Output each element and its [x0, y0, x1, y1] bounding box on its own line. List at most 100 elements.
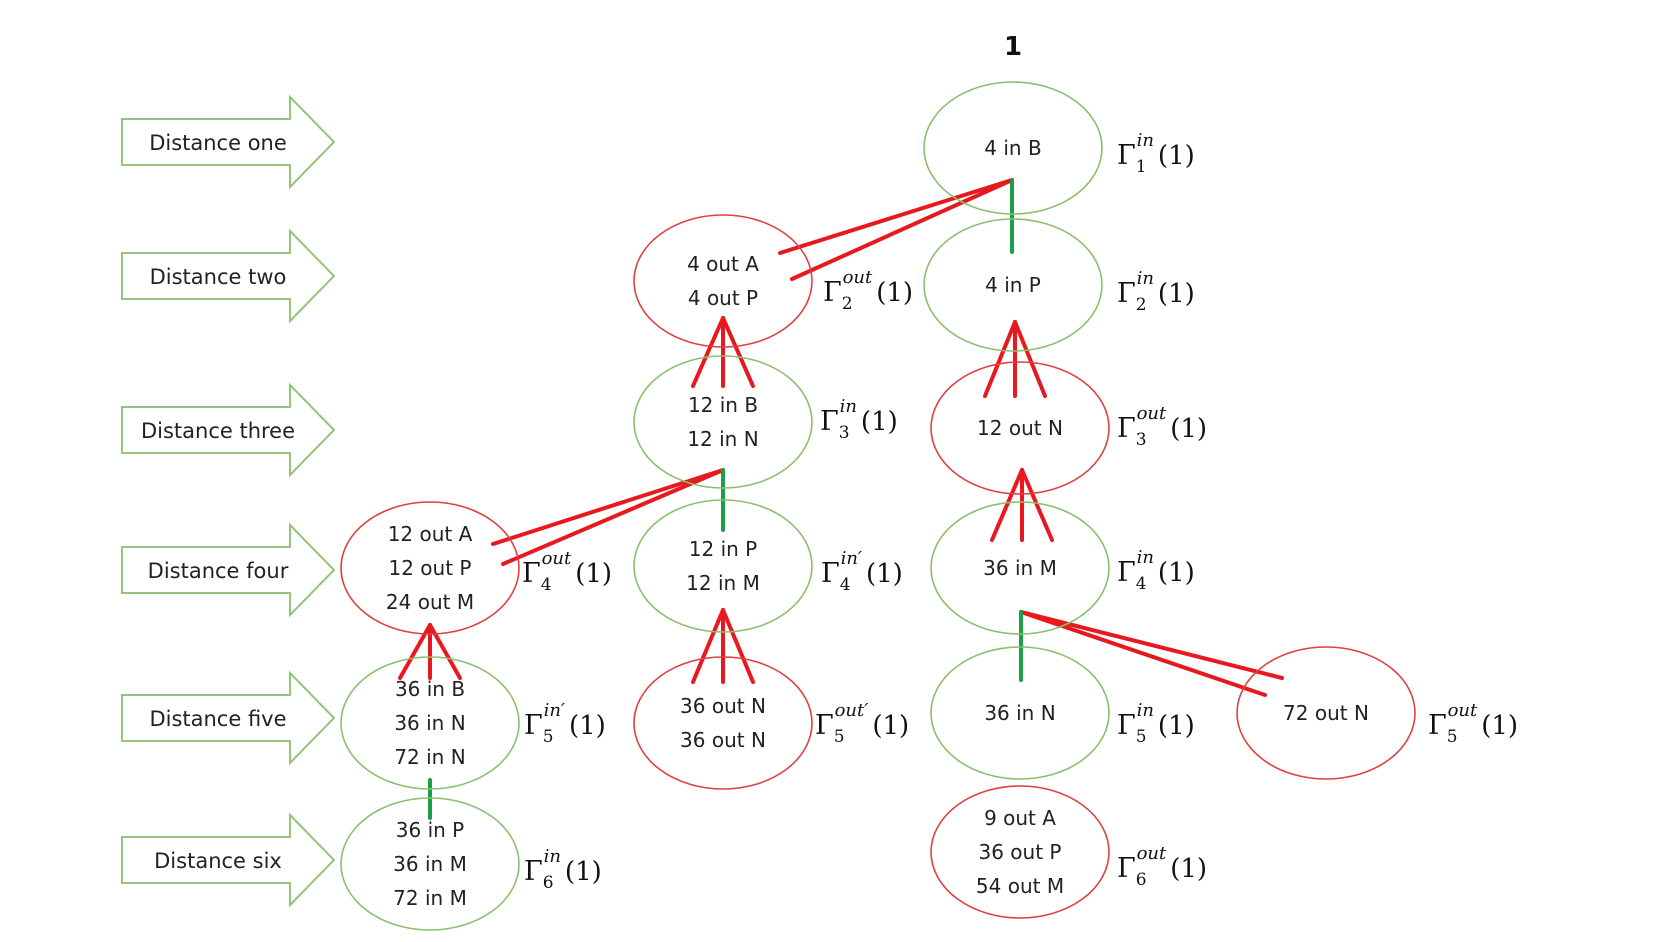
- distance-arrow-d2: Distance two: [121, 228, 336, 324]
- node-line: 36 in N: [394, 711, 465, 735]
- gamma-label-g_in6: Γ6in(1): [524, 846, 602, 893]
- arrow-label: Distance two: [150, 265, 287, 289]
- in-node-ellipse: [633, 499, 813, 633]
- distance-arrow-d6: Distance six: [121, 812, 336, 908]
- gamma-label-g_in2: Γ2in(1): [1117, 268, 1195, 315]
- node-line: 36 out P: [979, 840, 1062, 864]
- node-line: 12 out N: [977, 416, 1063, 440]
- arrow-shape: [121, 812, 336, 908]
- node-line: 36 in M: [983, 556, 1057, 580]
- node-n_in5p: 36 in B36 in N72 in N: [340, 656, 520, 790]
- node-line: 72 in N: [394, 745, 465, 769]
- gamma-label-g_out3: Γ3out(1): [1117, 403, 1207, 450]
- out-node-ellipse: [340, 501, 520, 635]
- node-line: 12 in N: [687, 427, 758, 451]
- node-n_out3: 12 out N: [930, 361, 1110, 495]
- node-line: 36 in N: [984, 701, 1055, 725]
- arrow-label: Distance one: [149, 131, 287, 155]
- node-line: 24 out M: [386, 590, 474, 614]
- gamma-label-g_in4: Γ4in(1): [1117, 547, 1195, 594]
- fan-out3-in4-right: [1020, 468, 1054, 542]
- out-node-ellipse: [633, 214, 813, 348]
- fan-in2-out3-left: [983, 320, 1017, 398]
- node-line: 72 in M: [393, 886, 467, 910]
- fan-in4p-out5p-left: [691, 608, 725, 684]
- edge-in1-out2-a: [778, 178, 1014, 255]
- edge-in4-out5-a: [1019, 610, 1284, 680]
- gamma-label-g_out6: Γ6out(1): [1117, 843, 1207, 890]
- out-node-ellipse: [1236, 646, 1416, 780]
- nodes-layer: 4 in B 4 in P 4 out A 4 out P 12 in B 12 in N…: [340, 81, 1416, 931]
- in-node-ellipse: [340, 656, 520, 790]
- node-line: 9 out A: [984, 806, 1056, 830]
- node-line: 12 out A: [388, 522, 473, 546]
- gamma-label-g_in5: Γ5in(1): [1117, 700, 1195, 747]
- arrow-shape: [121, 382, 336, 478]
- edge-in1-out2-b: [790, 178, 1014, 281]
- in-node-ellipse: [340, 797, 520, 931]
- node-n_out5: 72 out N: [1236, 646, 1416, 780]
- node-line: 12 in P: [689, 537, 757, 561]
- node-line: 12 in M: [686, 571, 760, 595]
- arrow-label: Distance three: [141, 419, 295, 443]
- root-label: 1: [1004, 32, 1022, 62]
- in-node-ellipse: [633, 355, 813, 489]
- node-line: 4 out P: [688, 286, 758, 310]
- arrow-label: Distance four: [148, 559, 289, 583]
- fan-out2-in3-right: [721, 316, 755, 388]
- gamma-label-g_in1: Γ1in(1): [1117, 130, 1195, 177]
- in-node-ellipse: [923, 81, 1103, 215]
- gamma-label-g_out5: Γ5out(1): [1428, 700, 1518, 747]
- distance-arrow-d1: Distance one: [121, 94, 336, 190]
- fan-out3-in4-left: [990, 468, 1024, 542]
- node-line: 36 out N: [680, 728, 766, 752]
- node-n_in3: 12 in B 12 in N: [633, 355, 813, 489]
- node-n_in2: 4 in P: [923, 218, 1103, 352]
- edges-layer: [398, 178, 1284, 820]
- node-line: 54 out M: [976, 874, 1064, 898]
- node-line: 36 in P: [396, 818, 464, 842]
- node-n_in4p: 12 in P 12 in M: [633, 499, 813, 633]
- fan-in4p-out5p-right: [721, 608, 755, 684]
- edge-in3-out4-a: [491, 468, 725, 546]
- arrow-shape: [121, 522, 336, 618]
- fan-out2-in3-left: [691, 316, 725, 388]
- out-node-ellipse: [633, 656, 813, 790]
- edge-in3-out4-b: [501, 468, 725, 566]
- node-n_in5: 36 in N: [930, 646, 1110, 780]
- arrow-shape: [121, 228, 336, 324]
- node-n_in1: 4 in B: [923, 81, 1103, 215]
- node-n_out5p: 36 out N 36 out N: [633, 656, 813, 790]
- gamma-label-g_in5p: Γ5in′(1): [524, 700, 606, 747]
- distance-arrow-d5: Distance five: [121, 670, 336, 766]
- node-n_out2: 4 out A 4 out P: [633, 214, 813, 348]
- node-n_in6: 36 in P 36 in M 72 in M: [340, 797, 520, 931]
- gamma-label-g_out2: Γ2out(1): [823, 267, 913, 314]
- fan-in2-out3-right: [1013, 320, 1047, 398]
- node-n_in4: 36 in M: [930, 501, 1110, 635]
- node-n_out6: 9 out A 36 out P 54 out M: [930, 785, 1110, 919]
- out-node-ellipse: [930, 785, 1110, 919]
- in-node-ellipse: [923, 218, 1103, 352]
- node-line: 72 out N: [1283, 701, 1369, 725]
- node-line: 36 out N: [680, 694, 766, 718]
- arrow-label: Distance five: [149, 707, 286, 731]
- node-line: 4 in P: [985, 273, 1041, 297]
- arrow-shape: [121, 94, 336, 190]
- node-line: 4 in B: [984, 136, 1041, 160]
- gamma-label-g_in4p: Γ4in′(1): [821, 548, 903, 595]
- distance-arrow-d4: Distance four: [121, 522, 336, 618]
- arrow-label: Distance six: [154, 849, 282, 873]
- node-line: 4 out A: [687, 252, 759, 276]
- arrow-shape: [121, 670, 336, 766]
- node-n_out4: 12 out A12 out P24 out M: [340, 501, 520, 635]
- node-line: 36 in M: [393, 852, 467, 876]
- gamma-label-g_in3: Γ3in(1): [820, 396, 898, 443]
- out-node-ellipse: [930, 361, 1110, 495]
- in-node-ellipse: [930, 501, 1110, 635]
- gamma-labels: Γ1in(1)Γ2in(1)Γ2out(1)Γ3in(1)Γ3out(1)Γ4o…: [522, 130, 1518, 893]
- distance-arrow-d3: Distance three: [121, 382, 336, 478]
- node-line: 12 in B: [688, 393, 758, 417]
- in-node-ellipse: [930, 646, 1110, 780]
